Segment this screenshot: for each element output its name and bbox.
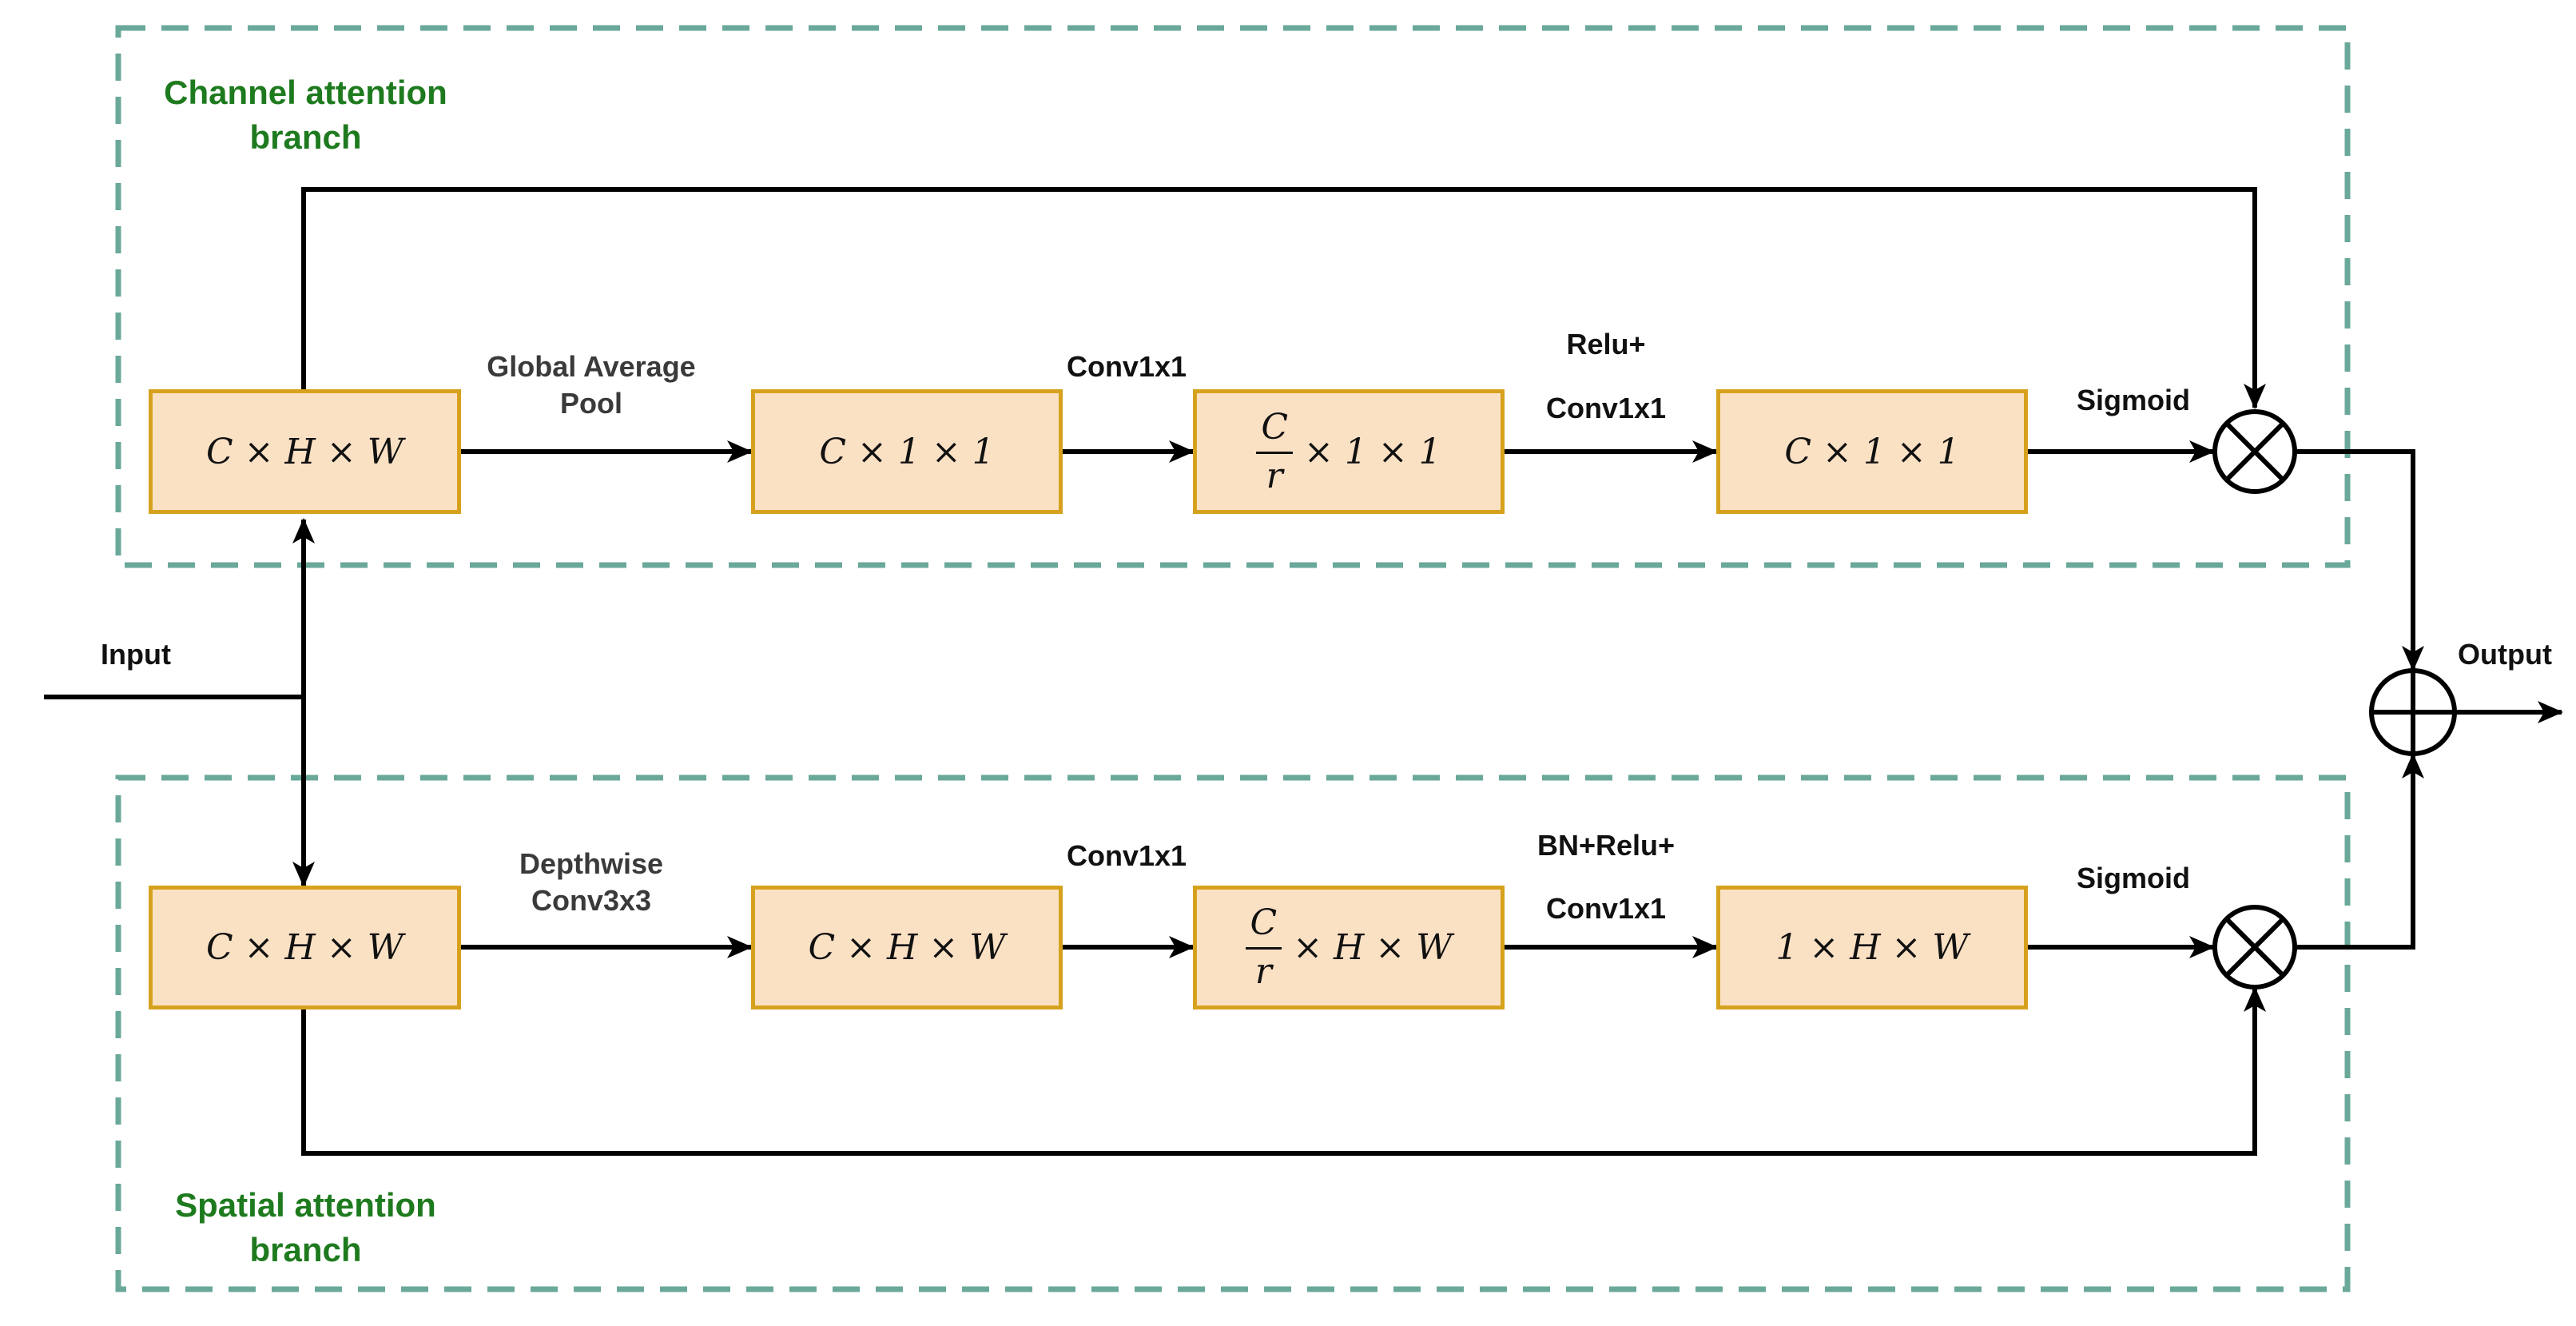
spatial-box-map: 1 × H × W (1716, 886, 2028, 1009)
spatial-box-reduced: C r × H × W (1193, 886, 1505, 1009)
box-label: × 1 × 1 (1303, 431, 1441, 472)
spatial-box-input: C × H × W (149, 886, 461, 1009)
spatial-op-conv2: Conv1x1 (1545, 892, 1667, 925)
spatial-op-conv1: Conv1x1 (1066, 839, 1187, 872)
channel-box-input: C × H × W (149, 389, 461, 514)
box-label: C × H × W (206, 431, 403, 472)
channel-op-gap: Global Average Pool (487, 350, 696, 420)
channel-branch-frame (115, 25, 2351, 568)
channel-op-sigmoid: Sigmoid (2077, 384, 2190, 416)
c-over-r-fraction: C r (1245, 906, 1282, 992)
channel-to-sum-line (2296, 449, 2424, 671)
box-label: × H × W (1293, 927, 1453, 968)
channel-skip-line (301, 187, 2266, 409)
spatial-to-sum-line (2296, 753, 2424, 950)
fraction-denominator: r (1266, 455, 1283, 496)
channel-op-relu: Relu+ (1566, 328, 1646, 360)
box-label: 1 × H × W (1775, 927, 1969, 968)
spatial-box-depthwise: C × H × W (751, 886, 1063, 1009)
fraction-numerator: C (1245, 906, 1282, 950)
sum-plus-icon (2369, 668, 2457, 756)
spatial-skip-line (301, 986, 2266, 1156)
box-label: C × H × W (808, 927, 1006, 968)
fraction-numerator: C (1256, 409, 1293, 454)
input-label: Input (101, 638, 171, 671)
box-label: C × 1 × 1 (819, 431, 995, 472)
channel-box-expanded: C × 1 × 1 (1716, 389, 2028, 514)
spatial-op-bnrelu: BN+Relu+ (1536, 829, 1676, 862)
box-label: C × H × W (206, 927, 403, 968)
output-label: Output (2458, 638, 2552, 671)
spatial-op-sigmoid: Sigmoid (2077, 862, 2190, 894)
spatial-op-depthwise: Depthwise Conv3x3 (519, 847, 664, 917)
spatial-branch-frame (115, 774, 2351, 1292)
c-over-r-fraction: C r (1256, 409, 1293, 496)
channel-op-conv2: Conv1x1 (1545, 392, 1667, 424)
channel-box-pooled: C × 1 × 1 (751, 389, 1063, 514)
channel-op-conv1: Conv1x1 (1066, 350, 1187, 383)
channel-multiply-icon (2212, 409, 2297, 494)
spatial-multiply-icon (2212, 905, 2297, 990)
channel-box-reduced: C r × 1 × 1 (1193, 389, 1505, 514)
box-label: C × 1 × 1 (1784, 431, 1960, 472)
spatial-branch-label: Spatial attention branch (175, 1186, 436, 1268)
fraction-denominator: r (1254, 951, 1272, 992)
channel-branch-label: Channel attention branch (164, 74, 447, 156)
